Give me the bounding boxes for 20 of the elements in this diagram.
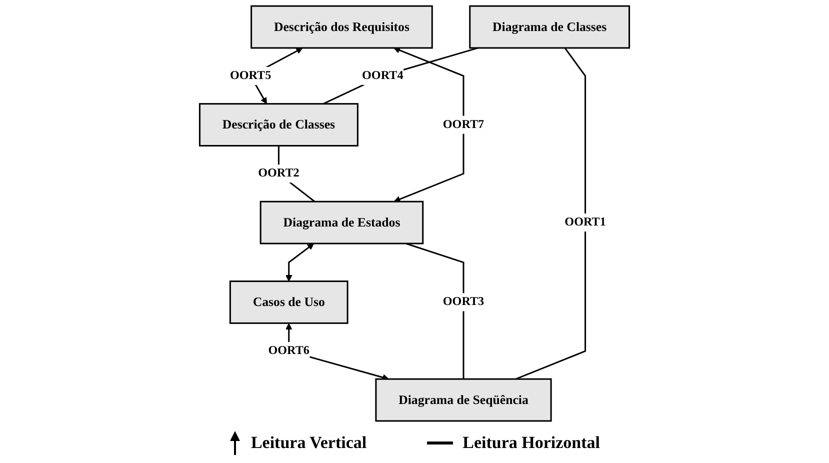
edge-label: OORT3 xyxy=(442,295,484,308)
edge-label: OORT5 xyxy=(230,69,272,82)
node-box: Descrição dos Requisitos xyxy=(250,5,433,49)
edge-label: OORT2 xyxy=(258,166,300,180)
node-box: Diagrama de Seqüência xyxy=(375,378,552,422)
node-box: Casos de Uso xyxy=(229,280,348,324)
connector xyxy=(515,48,586,380)
node-box: Descrição de Classes xyxy=(198,103,358,146)
edge-label: OORT7 xyxy=(442,118,484,131)
arrow xyxy=(394,47,464,202)
edge-label: OORT1 xyxy=(564,216,606,229)
node-box: Diagrama de Estados xyxy=(260,200,424,244)
edge-label: OORT4 xyxy=(362,69,404,82)
legend-text: Leitura Vertical xyxy=(250,433,367,453)
arrow xyxy=(286,243,314,282)
connector xyxy=(322,47,478,104)
edge-label: OORT6 xyxy=(268,344,310,358)
node-box: Diagrama de Classes xyxy=(469,5,630,49)
legend-text: Leitura Horizontal xyxy=(462,433,600,453)
connector xyxy=(406,242,464,380)
